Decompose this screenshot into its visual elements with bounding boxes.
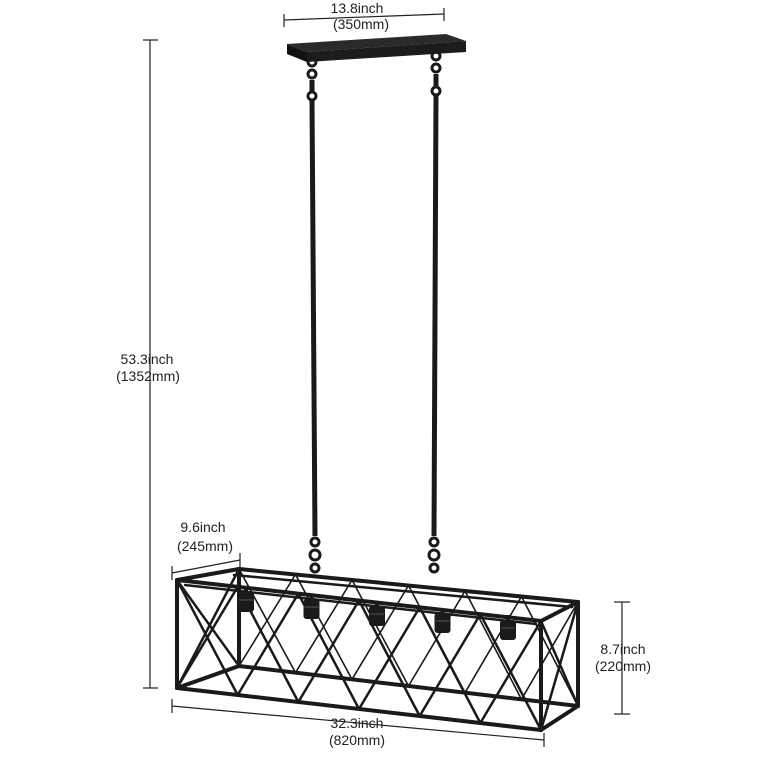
cage-length-mm: (820mm) (329, 732, 385, 748)
cage-length-inch: 32.3inch (331, 715, 384, 731)
canopy-width-mm: (350mm) (333, 16, 389, 32)
ceiling-canopy (287, 34, 466, 62)
cage-lattice-bar (357, 606, 421, 711)
cage-frame-bar (539, 704, 580, 732)
cage-height-inch: 8.7inch (600, 641, 645, 657)
light-cage (175, 567, 580, 732)
cage-frame-bar (175, 567, 241, 582)
cage-lattice-bar (236, 592, 300, 697)
bulb-sockets (238, 587, 516, 640)
suspension-rods (306, 50, 442, 574)
cage-back-lattice-bar (294, 579, 353, 674)
overall-height-inch: 53.3inch (121, 351, 174, 367)
cage-frame-bar (175, 664, 241, 690)
cage-lattice-bar (479, 619, 543, 725)
cage-back-lattice-bar (351, 584, 410, 681)
bulb-socket (434, 608, 451, 633)
cage-depth-mm: (245mm) (177, 538, 233, 554)
dimension-lines (143, 8, 630, 747)
cage-back-lattice-bar (464, 595, 523, 694)
cage-height-mm: (220mm) (595, 658, 651, 674)
cage-back-lattice-bar (238, 573, 297, 667)
cage-lattice-bar (175, 567, 241, 690)
cage-back-lattice-bar (520, 601, 579, 701)
cage-lattice-bar (539, 600, 580, 732)
cage-inner-rail (232, 573, 574, 609)
cage-lattice-bar (175, 578, 241, 668)
bulb-socket (303, 594, 320, 619)
cage-lattice-bar (297, 599, 361, 704)
bulb-socket (238, 587, 254, 612)
cage-depth-inch: 9.6inch (180, 519, 225, 535)
overall-height-mm: (1352mm) (116, 368, 180, 384)
cage-frame-bar (539, 600, 580, 623)
bulb-socket (369, 601, 385, 626)
cage-back-lattice-bar (407, 590, 466, 687)
bulb-socket (500, 615, 516, 640)
dimension-labels: 13.8inch (350mm) 53.3inch (1352mm) 9.6in… (116, 0, 651, 748)
canopy-width-inch: 13.8inch (331, 0, 384, 16)
